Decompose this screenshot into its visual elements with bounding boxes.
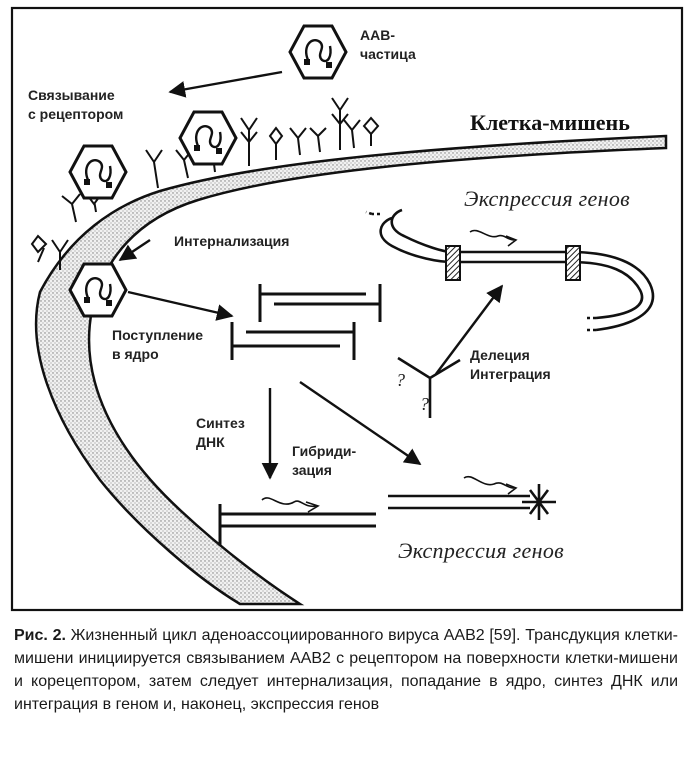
ssdna-genomes (230, 284, 382, 360)
label-gene-expression-bottom: Экспрессия генов (398, 538, 564, 563)
question-mark-1: ? (396, 370, 406, 390)
label-hybridization: Гибриди-зация (292, 443, 357, 478)
arrow-hybridization (299, 381, 422, 465)
arrow-nuclear-entry (127, 290, 234, 321)
host-chromosome (365, 208, 655, 332)
aav-particle-bound-icon (178, 110, 238, 166)
label-aav-particle: ААВ-частица (360, 27, 416, 62)
label-gene-expression-top: Экспрессия генов (464, 186, 630, 211)
caption-text: Жизненный цикл аденоассоциированного вир… (14, 627, 679, 713)
label-internalization: Интернализация (174, 233, 290, 249)
diagram-svg (10, 6, 684, 612)
figure-border (10, 6, 684, 612)
label-target-cell: Клетка-мишень (470, 110, 630, 135)
aav-particle-internal-icon (68, 262, 128, 318)
arrow-integration (435, 284, 504, 375)
itr-right (565, 245, 581, 281)
itr-left (445, 245, 461, 281)
hybrid-duplex (388, 475, 556, 520)
integration-junction (397, 356, 461, 418)
arrow-binding (168, 70, 283, 98)
arrow-internalization (118, 239, 151, 261)
question-mark-2: ? (420, 394, 430, 414)
dsdna-bottom (218, 497, 376, 546)
aav-particle-top-icon (288, 24, 348, 80)
caption-prefix: Рис. 2. (14, 627, 66, 644)
aav-particle-bound-2-icon (68, 144, 128, 200)
figure-caption: Рис. 2. Жизненный цикл аденоассоциирован… (14, 624, 678, 716)
